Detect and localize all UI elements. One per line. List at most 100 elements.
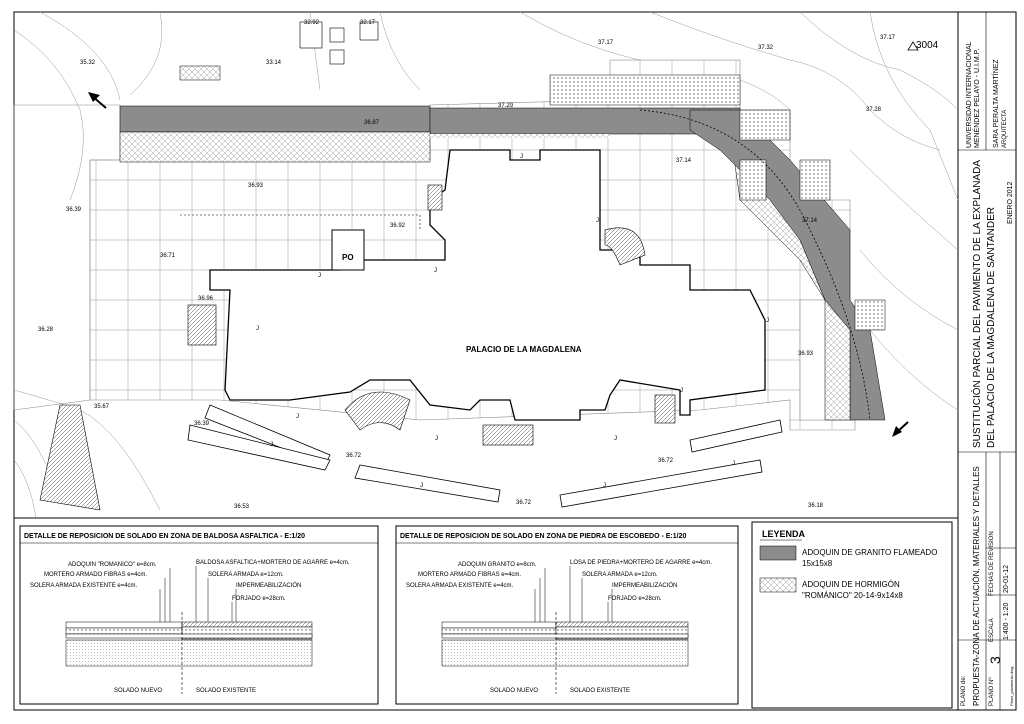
detail-right-title: DETALLE DE REPOSICION DE SOLADO EN ZONA … <box>400 533 686 540</box>
garden-labels: J J J J J J J J J J J J J J <box>256 154 769 489</box>
callout-floor-slab: FORJADO e=28cm. <box>608 596 662 602</box>
east-stair <box>604 227 646 266</box>
garden-label: J <box>614 436 617 442</box>
callout-mortar: MORTERO ARMADO FIBRAS e=4cm. <box>44 572 147 578</box>
west-stair <box>187 304 217 346</box>
legend-granite-label: ADOQUIN DE GRANITO FLAMEADO <box>802 548 937 557</box>
garden-label: J <box>296 414 299 420</box>
architect-role: ARQUITECTA <box>1002 110 1008 148</box>
scale-label: ESCALA <box>989 618 995 642</box>
elevation-label: 36.39 <box>194 421 210 427</box>
detail-asphalt-tile: DETALLE DE REPOSICION DE SOLADO EN ZONA … <box>19 525 379 705</box>
elevation-label: 37.17 <box>880 35 896 41</box>
plan-label: PLANO de: <box>961 675 967 706</box>
legend-title: LEYENDA <box>762 529 806 539</box>
north-buildings <box>299 21 379 65</box>
callout-paver: ADOQUIN "ROMANICO" e=8cm. <box>68 562 157 568</box>
garden-label: J <box>256 326 259 332</box>
project-date: ENERO 2012 <box>1007 181 1014 224</box>
contour-lines <box>13 11 959 519</box>
north-arrow-northwest <box>88 92 107 109</box>
architect-name: SARA PERALTA MARTÍNEZ <box>991 59 1000 148</box>
legend-concrete-size: "ROMÁNICO" 20-14-9x14x8 <box>802 591 903 600</box>
legend-concrete-label: ADOQUIN DE HORMIGÓN <box>802 580 900 589</box>
garden-label: J <box>596 218 599 224</box>
existing-paving-label: SOLADO EXISTENTE <box>570 688 630 694</box>
plan-scale: 1:400 - 1:20 <box>1003 603 1010 640</box>
revision-label: FECHAS DE REVISION <box>989 531 995 596</box>
revision-date: 20-01-12 <box>1003 565 1010 593</box>
elevation-label: 32.17 <box>360 20 376 26</box>
elevation-label: 36.72 <box>516 500 532 506</box>
elevation-label: 36.93 <box>248 183 264 189</box>
callout-slab: SOLERA ARMADA e=12cm. <box>208 572 284 578</box>
garden-label: J <box>680 388 683 394</box>
elevation-label: 35.67 <box>94 404 110 410</box>
elevation-label: 37.32 <box>758 45 774 51</box>
detail-left-title: DETALLE DE REPOSICION DE SOLADO EN ZONA … <box>24 533 305 540</box>
garden-label: J <box>603 483 606 489</box>
elevation-label: 32.92 <box>304 20 320 26</box>
elevation-label: 36.96 <box>198 296 214 302</box>
callout-asphalt-tile: BALDOSA ASFALTICA+MORTERO DE AGARRE e=4c… <box>196 560 350 566</box>
legend-granite-size: 15x15x8 <box>802 559 833 568</box>
entrance-steps <box>482 424 534 446</box>
garden-label: J <box>520 154 523 160</box>
garden-parterres <box>187 404 783 508</box>
spot-elevations: 32.92 32.17 37.17 37.32 37.17 35.32 33.1… <box>38 20 896 510</box>
elevation-label: 35.32 <box>80 60 96 66</box>
callout-waterproofing: IMPERMEABILIZACIÓN <box>612 582 677 589</box>
west-terrace-grid <box>13 104 121 411</box>
garden-label: J <box>732 461 735 467</box>
legend: LEYENDA ADOQUIN DE GRANITO FLAMEADO 15x1… <box>751 521 953 709</box>
university-name-line2: MENÉNDEZ PELAYO - U.I.M.P. <box>972 49 981 148</box>
plan-number-label: PLANO Nº <box>988 677 995 706</box>
legend-swatch-concrete <box>759 577 797 593</box>
title-block: UNIVERSIDAD INTERNACIONAL MENÉNDEZ PELAY… <box>958 12 1016 710</box>
elevation-label: 36.87 <box>364 120 380 126</box>
palace-name-label: PALACIO DE LA MAGDALENA <box>466 345 582 354</box>
callout-floor-slab: FORJADO e=28cm. <box>232 596 286 602</box>
garden-label: J <box>766 318 769 324</box>
new-paving-label: SOLADO NUEVO <box>490 688 538 694</box>
elevation-label: 36.72 <box>658 458 674 464</box>
existing-paving-label: SOLADO EXISTENTE <box>196 688 256 694</box>
callout-slab: SOLERA ARMADA e=12cm. <box>582 572 658 578</box>
callout-paver: ADOQUIN GRANITO e=8cm. <box>458 562 537 568</box>
garden-label: J <box>420 483 423 489</box>
ramp-southwest <box>39 404 101 511</box>
plan-title: PROPUESTA-ZONA DE ACTUACIÓN, MATERIALES … <box>972 466 981 706</box>
po-building <box>331 229 365 271</box>
plan-number: 3 <box>987 656 1003 664</box>
elevation-label: 37.17 <box>598 40 614 46</box>
callout-stone-slab: LOSA DE PIEDRA+MORTERO DE AGARRE e=4cm. <box>570 560 712 566</box>
new-paving-label: SOLADO NUEVO <box>114 688 162 694</box>
elevation-label: 36.39 <box>66 207 82 213</box>
garden-label: J <box>435 436 438 442</box>
elevation-label: 36.18 <box>808 503 824 509</box>
elevation-label: 36.72 <box>346 453 362 459</box>
site-plan: 3004 PALACIO DE LA MAGDALENA PO J J J J … <box>13 11 959 519</box>
elevation-label: 37.28 <box>866 107 882 113</box>
callout-existing-slab: SOLERA ARMADA EXISTENTE e=4cm. <box>406 583 514 589</box>
legend-swatch-granite <box>759 545 797 561</box>
east-steps <box>654 394 676 424</box>
elevation-label: 36.53 <box>234 504 250 510</box>
project-title-line1: SUSTITUCIÓN PARCIAL DEL PAVIMENTO DE LA … <box>970 160 983 448</box>
elevation-label: 37.20 <box>498 103 514 109</box>
garden-label: J <box>270 442 273 448</box>
university-name-line1: UNIVERSIDAD INTERNACIONAL <box>966 41 973 148</box>
elevation-label: 36.93 <box>798 351 814 357</box>
south-stair <box>344 391 411 431</box>
callout-existing-slab: SOLERA ARMADA EXISTENTE e=4cm. <box>30 583 138 589</box>
elevation-label: 37.14 <box>676 158 692 164</box>
file-name: Plano_pavimento.dwg <box>1009 667 1014 706</box>
elevation-label: 36.28 <box>38 327 54 333</box>
garden-label: J <box>318 273 321 279</box>
elevation-label: 37.14 <box>802 218 818 224</box>
project-title-line2: DEL PALACIO DE LA MAGDALENA DE SANTANDER <box>986 207 997 448</box>
elevation-label: 36.92 <box>390 223 406 229</box>
elevation-label: 33.14 <box>266 60 282 66</box>
intervention-boundary-2 <box>180 214 421 230</box>
